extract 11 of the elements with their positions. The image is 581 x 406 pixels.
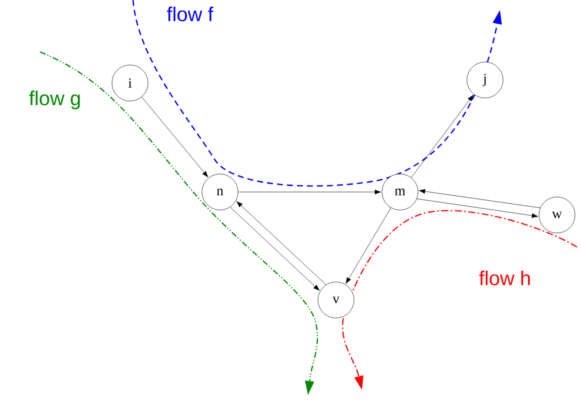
arrow — [418, 189, 540, 208]
arrow — [416, 198, 538, 218]
arrow — [411, 94, 474, 178]
flow-label: flow f — [166, 6, 214, 22]
flow-label: flow g — [29, 90, 80, 110]
arrow — [236, 201, 326, 285]
arrow — [230, 206, 320, 291]
arrow — [346, 208, 392, 284]
flow-label: flow h — [479, 270, 530, 286]
arrow — [238, 190, 382, 194]
arrow — [142, 96, 208, 178]
